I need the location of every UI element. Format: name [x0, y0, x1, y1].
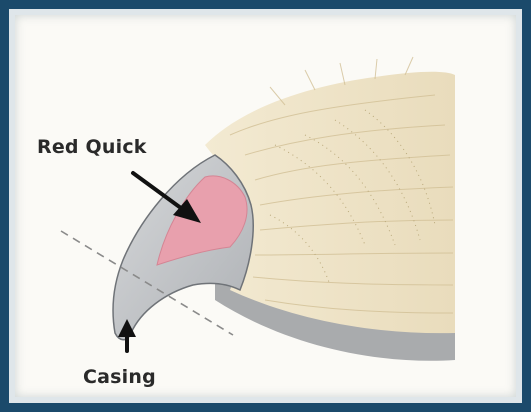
casing-label: Casing	[83, 366, 156, 388]
red-quick-label: Red Quick	[37, 136, 147, 158]
diagram-canvas: Red Quick Casing	[15, 15, 516, 397]
claw-illustration	[15, 15, 516, 397]
